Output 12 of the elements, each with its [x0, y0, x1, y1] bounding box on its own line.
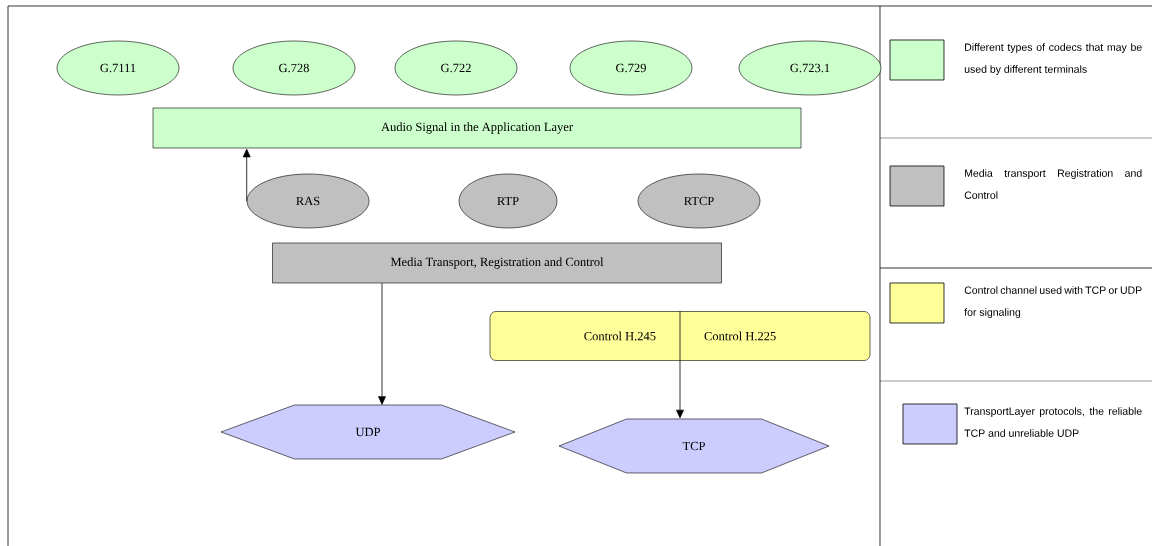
- arrow: [378, 282, 386, 405]
- transport-hexagon: UDP: [220, 404, 516, 460]
- layer-box: Media Transport, Registration and Control: [272, 242, 722, 284]
- legend-text: Different types of codecs that may be used by different terminals: [964, 43, 1142, 75]
- arrow: [676, 310, 684, 419]
- legend-text: TransportLayer protocols, the reliable TCP and unreliable UDP: [964, 407, 1142, 437]
- control-channel-box: Control H.245 Control H.225: [489, 311, 871, 361]
- arrow: [242, 148, 251, 202]
- legend-text: Control channel used with TCP or UDP for signaling: [964, 286, 1142, 318]
- legend-text: Media transport Registration and Control: [964, 169, 1142, 199]
- layer-box: Audio Signal in the Application Layer: [152, 107, 802, 149]
- transport-hexagon: TCP: [558, 418, 830, 474]
